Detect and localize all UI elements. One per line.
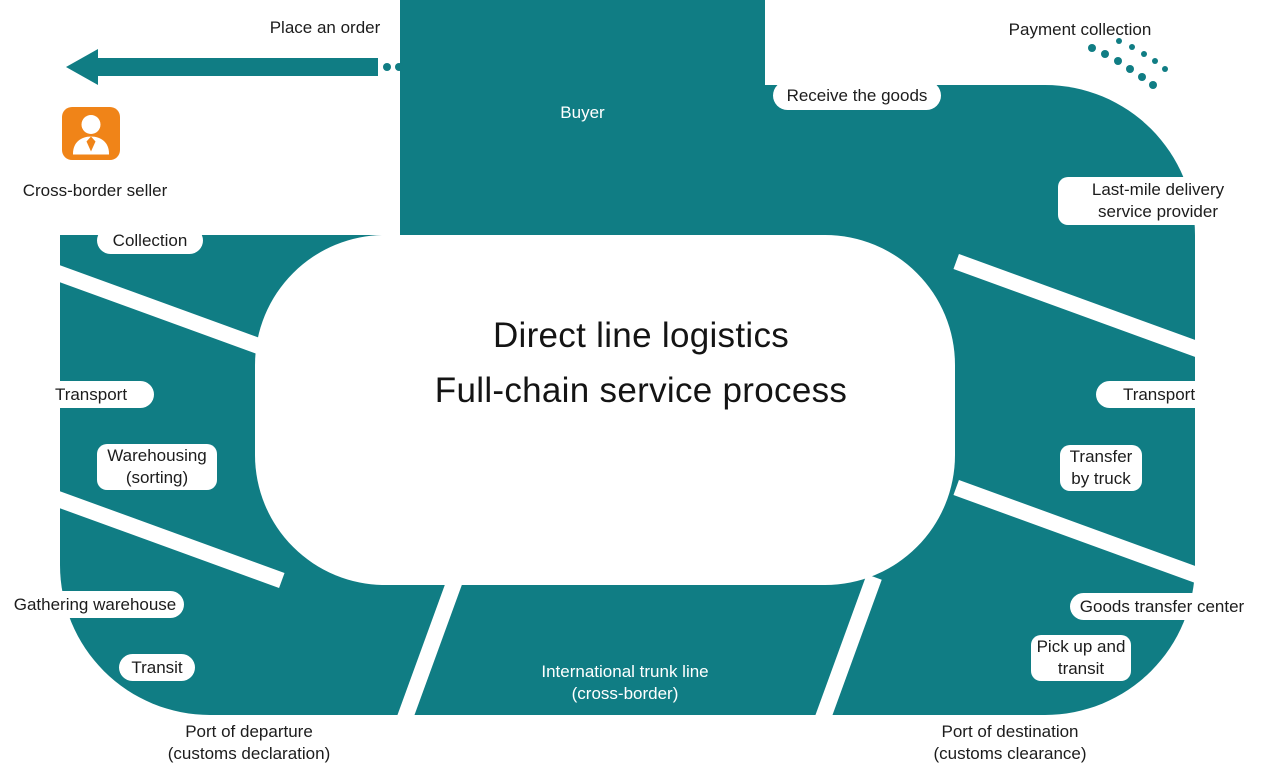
label-cross-border-seller: Cross-border seller — [22, 181, 168, 200]
payment-dotted-trail — [1088, 44, 1096, 52]
lastmile-line-2: service provider — [1098, 202, 1218, 221]
trunk-line-1: International trunk line — [541, 662, 709, 681]
payment-dotted-trail — [1129, 44, 1135, 50]
warehousing-line-1: Warehousing — [107, 446, 207, 465]
payment-dotted-trail — [1138, 73, 1146, 81]
truck-line-2: by truck — [1071, 469, 1131, 488]
payment-dotted-trail — [1126, 65, 1134, 73]
seller-person-icon — [62, 107, 120, 160]
destination-line-1: Port of destination — [941, 722, 1079, 741]
place-order-arrow-shaft — [96, 58, 378, 76]
label-port-of-destination: Port of destination (customs clearance) — [899, 721, 1121, 765]
label-warehousing: Warehousing (sorting) — [97, 444, 217, 490]
buyer-node: Buyer — [400, 0, 765, 155]
label-place-order: Place an order — [269, 18, 381, 37]
order-dotted-trail — [395, 63, 403, 71]
payment-dotted-trail — [1152, 58, 1158, 64]
label-pickup-transit: Pick up and transit — [1031, 635, 1131, 681]
payment-dotted-trail — [1114, 57, 1122, 65]
label-truck-transfer: Transfer by truck — [1060, 445, 1142, 491]
payment-dotted-trail — [1141, 51, 1147, 57]
pickup-line-1: Pick up and — [1036, 637, 1126, 656]
payment-dotted-trail — [1101, 50, 1109, 58]
label-gathering-warehouse: Gathering warehouse — [6, 591, 184, 618]
buyer-label: Buyer — [560, 103, 605, 122]
label-receive-goods: Receive the goods — [773, 81, 941, 110]
label-payment: Payment collection — [1008, 20, 1152, 39]
title-line-1: Direct line logistics — [492, 316, 790, 355]
label-goods-center: Goods transfer center — [1070, 593, 1254, 620]
trunk-line-label: International trunk line (cross-border) — [495, 661, 755, 705]
payment-dotted-trail — [1162, 66, 1168, 72]
label-port-of-departure: Port of departure (customs declaration) — [138, 721, 360, 765]
payment-dotted-trail — [1116, 38, 1122, 44]
label-transport-right: Transport — [1096, 381, 1222, 408]
label-transport-left: Transport — [28, 381, 154, 408]
label-lastmile-provider: Last-mile delivery service provider — [1058, 177, 1258, 225]
trunk-line-2: (cross-border) — [571, 684, 679, 703]
ring-center-hole — [255, 235, 955, 585]
diagram-title: Direct line logistics Full-chain service… — [316, 308, 966, 418]
place-order-arrow-head-icon — [66, 49, 98, 85]
pickup-line-2: transit — [1057, 659, 1105, 678]
destination-line-2: (customs clearance) — [933, 744, 1087, 763]
order-dotted-trail — [383, 63, 391, 71]
departure-line-2: (customs declaration) — [167, 744, 331, 763]
payment-dotted-trail — [1149, 81, 1157, 89]
warehousing-line-2: (sorting) — [125, 468, 189, 487]
label-collection: Collection — [97, 227, 203, 254]
label-transit: Transit — [119, 654, 195, 681]
departure-line-1: Port of departure — [185, 722, 313, 741]
truck-line-1: Transfer — [1069, 447, 1133, 466]
person-icon — [73, 115, 109, 155]
title-line-2: Full-chain service process — [434, 371, 848, 410]
lastmile-line-1: Last-mile delivery — [1091, 180, 1225, 199]
